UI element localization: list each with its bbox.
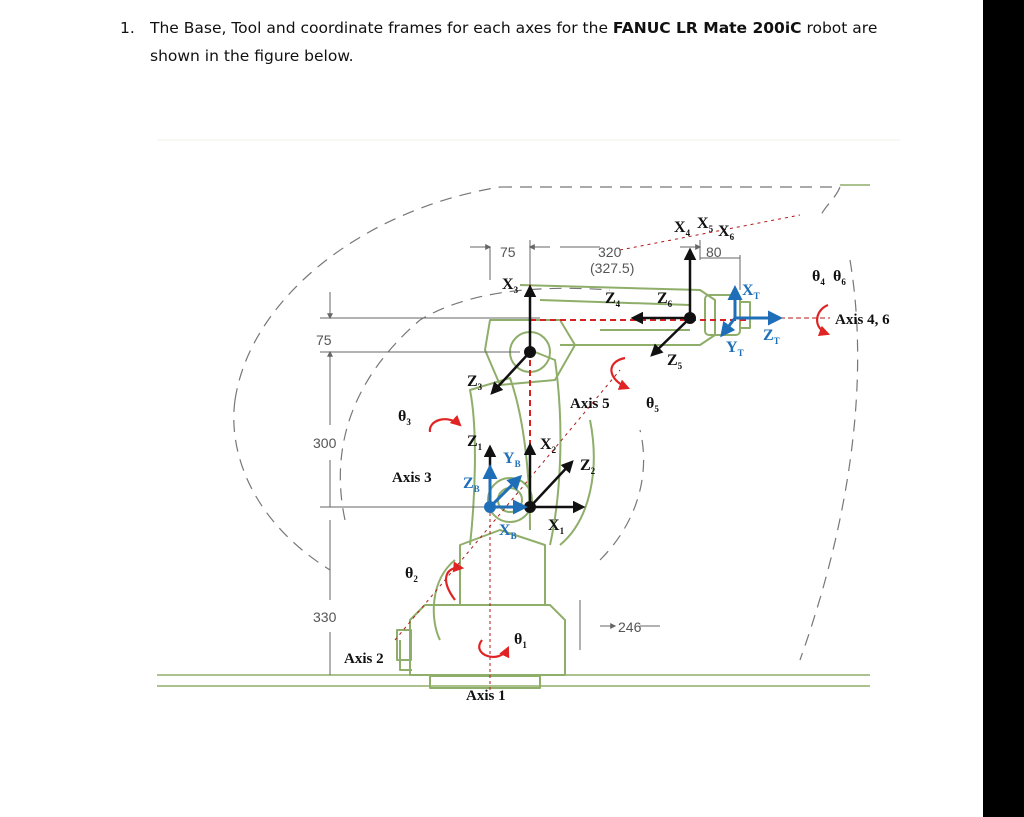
label-xt: XT — [742, 282, 760, 301]
rot-axis1 — [478, 639, 510, 659]
rot-axis46 — [816, 303, 831, 337]
label-theta5: θ5 — [646, 395, 659, 414]
z2-arrow — [529, 460, 574, 508]
label-z4: Z4 — [605, 290, 621, 309]
robot-frames-diagram: 75 320 (327.5) 80 75 300 330 246 — [157, 139, 900, 704]
label-axis-2: Axis 2 — [344, 651, 384, 667]
z5-arrow — [650, 317, 691, 357]
label-z1: Z1 — [467, 433, 483, 452]
label-xb: XB — [499, 522, 517, 541]
question-text-start: The Base, Tool and coordinate frames for… — [150, 19, 613, 37]
question-text: The Base, Tool and coordinate frames for… — [150, 14, 910, 70]
label-x4: X4 — [674, 219, 691, 238]
robot-body — [396, 284, 751, 689]
label-axis-3: Axis 3 — [392, 470, 432, 486]
robot-name: FANUC LR Mate 200iC — [612, 19, 802, 37]
label-z3: Z3 — [467, 373, 483, 392]
yb-arrow — [488, 474, 523, 509]
question-text-end: robot are shown in the figure below. — [150, 19, 878, 65]
z3-arrow — [490, 351, 531, 395]
base-tool-arrows — [482, 285, 783, 515]
document-page: 1. The Base, Tool and coordinate frames … — [0, 0, 983, 817]
label-x1: X1 — [548, 517, 565, 536]
rot-axis2 — [445, 561, 465, 601]
label-theta4: θ4 — [812, 268, 825, 287]
dim-327-5: (327.5) — [590, 260, 634, 276]
label-z2: Z2 — [580, 457, 596, 476]
label-x6: X6 — [718, 223, 735, 242]
label-x3: X3 — [502, 276, 519, 295]
label-x2: X2 — [540, 436, 557, 455]
label-z5: Z5 — [667, 352, 683, 371]
label-theta1: θ1 — [514, 631, 527, 650]
label-zt: ZT — [763, 327, 780, 346]
label-zb: ZB — [463, 475, 480, 494]
axis-diagonal — [394, 369, 621, 641]
yt-arrow — [720, 317, 737, 338]
dim-75-left: 75 — [316, 332, 332, 348]
label-axis-1: Axis 1 — [466, 688, 506, 704]
label-yt: YT — [726, 339, 744, 358]
rot-axis5 — [610, 356, 631, 390]
rot-axis3 — [428, 415, 462, 433]
axis-diagonal-top — [619, 214, 801, 251]
label-theta6: θ6 — [833, 268, 846, 287]
dim-75-top: 75 — [500, 244, 516, 260]
label-theta2: θ2 — [405, 565, 418, 584]
dim-330: 330 — [313, 609, 337, 625]
right-black-bar — [983, 0, 1024, 817]
work-envelope — [233, 186, 859, 661]
label-axis-4-6: Axis 4, 6 — [835, 312, 890, 328]
dim-80: 80 — [706, 244, 722, 260]
label-axis-5: Axis 5 — [570, 396, 610, 412]
dimension-lines — [320, 240, 741, 675]
label-theta3: θ3 — [398, 408, 411, 427]
dim-300: 300 — [313, 435, 337, 451]
dim-320: 320 — [598, 244, 622, 260]
dim-246: 246 — [618, 619, 642, 635]
rotation-arrows — [428, 303, 831, 659]
label-yb: YB — [503, 450, 521, 469]
label-z6: Z6 — [657, 290, 673, 309]
question-number: 1. — [120, 19, 135, 37]
label-x5: X5 — [697, 215, 714, 234]
